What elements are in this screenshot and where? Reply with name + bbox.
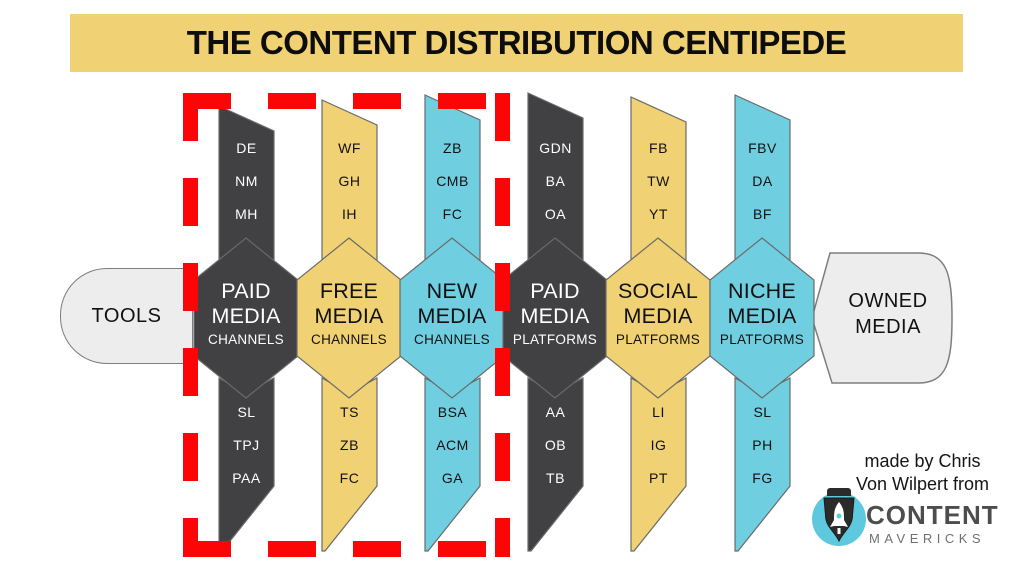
top-leg-item: NM [235, 173, 258, 189]
bottom-leg-item: SL [237, 404, 256, 420]
tools-node: TOOLS [60, 268, 193, 364]
hexagon-label-line1: PAID [221, 279, 271, 303]
hexagon-sublabel: PLATFORMS [615, 332, 701, 347]
top-leg-item: CMB [436, 173, 469, 189]
hexagon-label-line2: MEDIA [623, 304, 693, 328]
bottom-leg-item: ZB [340, 437, 359, 453]
hexagon-sublabel: PLATFORMS [512, 332, 598, 347]
bottom-leg-item: TPJ [233, 437, 260, 453]
pen-nib-rocket-icon [812, 488, 866, 546]
top-leg-item: ZB [443, 140, 462, 156]
hexagon-label-line1: NEW [426, 279, 478, 303]
owned-media-line1: OWNED [848, 290, 928, 312]
top-leg-item: FBV [748, 140, 777, 156]
hexagon-sublabel: CHANNELS [311, 332, 387, 347]
hexagon-label-line1: FREE [319, 279, 379, 303]
page-title: THE CONTENT DISTRIBUTION CENTIPEDE [186, 24, 847, 61]
bottom-leg-item: AA [545, 404, 566, 420]
hexagon-label-line2: MEDIA [520, 304, 590, 328]
logo-name: CONTENT [866, 500, 999, 530]
bottom-leg-item: GA [441, 470, 464, 486]
highlight-box-bottom-edge [183, 541, 510, 557]
bottom-leg-item: TB [546, 470, 565, 486]
hexagon-label-line2: MEDIA [211, 304, 281, 328]
top-leg-item: WF [338, 140, 361, 156]
top-leg-item: GDN [539, 140, 572, 156]
owned-media-shape [811, 252, 953, 384]
bottom-leg-item: OB [544, 437, 567, 453]
top-leg-item: DA [752, 173, 773, 189]
top-leg-item: FC [442, 206, 463, 222]
owned-media-line2: MEDIA [855, 316, 921, 338]
top-leg-item: YT [649, 206, 668, 222]
hexagon-label-line1: NICHE [728, 279, 796, 303]
highlight-box-top-edge [183, 93, 510, 109]
top-leg-item: TW [647, 173, 670, 189]
credit-line2: Von Wilpert from [855, 474, 990, 494]
credit-line1: made by Chris [864, 451, 981, 471]
bottom-leg-item: IG [650, 437, 667, 453]
highlight-box-right-edge [495, 93, 510, 557]
hexagon-label-line1: PAID [530, 279, 580, 303]
top-leg-item: BF [753, 206, 772, 222]
top-leg-item: OA [544, 206, 567, 222]
highlight-box-left-edge [183, 93, 198, 557]
hexagon-sublabel: CHANNELS [208, 332, 284, 347]
hexagon-label-line2: MEDIA [314, 304, 384, 328]
top-leg-item: BA [545, 173, 566, 189]
bottom-leg-item: TS [340, 404, 359, 420]
bottom-leg-item: FC [339, 470, 360, 486]
hexagon-shape [709, 237, 815, 399]
top-leg-item: GH [338, 173, 361, 189]
hexagon-label-line2: MEDIA [417, 304, 487, 328]
bottom-leg-item: LI [652, 404, 665, 420]
logo-subname: MAVERICKS [869, 531, 986, 546]
bottom-leg-item: PT [649, 470, 668, 486]
hexagon-label-line2: MEDIA [727, 304, 797, 328]
top-leg-item: FB [649, 140, 668, 156]
credit-text: made by Chris Von Wilpert from [830, 450, 1015, 496]
bottom-leg-item: PAA [232, 470, 261, 486]
top-leg-item: MH [235, 206, 258, 222]
bottom-leg-item: PH [752, 437, 773, 453]
hexagon-label-line1: SOCIAL [617, 279, 699, 303]
top-leg-item: DE [236, 140, 257, 156]
owned-media-label: OWNED MEDIA [828, 288, 948, 340]
bottom-leg-item: BSA [437, 404, 468, 420]
bottom-leg-item: SL [753, 404, 772, 420]
top-leg-item: IH [342, 206, 357, 222]
hexagon-sublabel: CHANNELS [414, 332, 490, 347]
bottom-leg-item: FG [752, 470, 773, 486]
tools-label: TOOLS [91, 304, 162, 327]
title-banner: THE CONTENT DISTRIBUTION CENTIPEDE [70, 14, 963, 72]
bottom-leg-item: ACM [436, 437, 469, 453]
hexagon-sublabel: PLATFORMS [719, 332, 805, 347]
